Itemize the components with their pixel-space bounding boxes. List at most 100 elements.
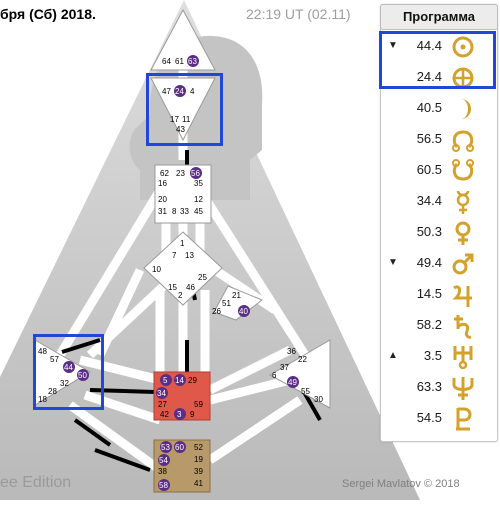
- gate-24-dot: [174, 85, 186, 97]
- ajna-center[interactable]: [150, 77, 216, 142]
- gate-11: 11: [182, 115, 191, 124]
- mars-icon: [448, 249, 478, 279]
- planet-row-sun[interactable]: ▼ 44.4: [382, 32, 492, 62]
- gate-5-dot: [160, 374, 172, 386]
- header-date: бря (Сб) 2018.: [0, 6, 96, 22]
- venus-icon: [448, 218, 478, 248]
- gate-44-dot: [63, 361, 75, 373]
- uranus-icon: [448, 342, 478, 372]
- planet-row-south-node[interactable]: 60.5: [382, 156, 492, 186]
- planet-row-north-node[interactable]: 56.5: [382, 125, 492, 155]
- gate-44: 44: [64, 363, 73, 372]
- gate-63: 63: [188, 57, 197, 66]
- direction-arrow: ▼: [388, 40, 398, 51]
- gate-24: 24: [175, 87, 184, 96]
- sun-earth-selection-box: [379, 31, 496, 89]
- gate-22: 22: [298, 355, 307, 364]
- gate-line-value: 3.5: [423, 348, 442, 363]
- gate-54: 54: [159, 456, 168, 465]
- gate-31: 31: [158, 207, 167, 216]
- gate-54-dot: [158, 454, 170, 466]
- gate-40: 40: [239, 307, 248, 316]
- gate-7: 7: [172, 251, 177, 260]
- gate-2: 2: [178, 291, 183, 300]
- head-center[interactable]: [150, 8, 216, 71]
- gate-line-value: 50.3: [416, 224, 442, 239]
- gate-47: 47: [162, 87, 171, 96]
- solar-plexus-center[interactable]: [268, 339, 331, 409]
- gate-49-dot: [287, 376, 299, 388]
- gate-8: 8: [172, 207, 177, 216]
- gate-14: 14: [175, 376, 184, 385]
- gate-51: 51: [222, 299, 231, 308]
- gate-3: 3: [177, 410, 182, 419]
- gate-4: 4: [190, 87, 195, 96]
- planet-row-saturn[interactable]: 58.2: [382, 311, 492, 341]
- gate-line-value: 40.5: [416, 100, 442, 115]
- gate-64: 64: [162, 57, 171, 66]
- gate-13: 13: [185, 251, 194, 260]
- gate-29: 29: [188, 376, 197, 385]
- gate-60-dot: [174, 441, 186, 453]
- gate-53-dot: [160, 441, 172, 453]
- gate-38: 38: [158, 467, 167, 476]
- gate-50-dot: [77, 369, 89, 381]
- gate-49: 49: [288, 378, 297, 387]
- sun-icon: [448, 32, 478, 62]
- gate-27: 27: [158, 400, 167, 409]
- gate-20: 20: [158, 195, 167, 204]
- moon-icon: [448, 94, 478, 124]
- channel-layer: [56, 70, 309, 474]
- gate-48: 48: [38, 347, 47, 356]
- planet-row-mars[interactable]: ▼49.4: [382, 249, 492, 279]
- planet-row-uranus[interactable]: ▲ 3.5: [382, 342, 492, 372]
- gate-52: 52: [194, 443, 203, 452]
- pluto-icon: [448, 404, 478, 434]
- gate-59: 59: [194, 400, 203, 409]
- gate-18: 18: [38, 395, 47, 404]
- gate-23: 23: [176, 169, 185, 178]
- gate-10: 10: [152, 265, 161, 274]
- direction-arrow: ▲: [388, 350, 398, 361]
- gate-58: 58: [159, 481, 168, 490]
- saturn-icon: [448, 311, 478, 341]
- gate-line-value: 60.5: [416, 162, 442, 177]
- gate-line-value: 54.5: [416, 410, 442, 425]
- gate-43: 43: [176, 125, 185, 134]
- credit-label: Sergei Mavlatov © 2018: [342, 478, 460, 490]
- gate-34-dot: [156, 387, 168, 399]
- gate-line-value: 44.4: [416, 38, 442, 53]
- gate-14-dot: [174, 374, 186, 386]
- planet-row-pluto[interactable]: 54.5: [382, 404, 492, 434]
- gate-9: 9: [190, 410, 195, 419]
- program-tab[interactable]: Программа: [380, 4, 498, 30]
- gate-16: 16: [158, 179, 167, 188]
- gate-32: 32: [60, 379, 69, 388]
- gate-12: 12: [194, 195, 203, 204]
- planet-row-venus[interactable]: 50.3: [382, 218, 492, 248]
- gate-labels: 64 61 63 47 24 4 17 11 43 62 23 56 16 35…: [38, 55, 323, 491]
- gate-61: 61: [175, 57, 184, 66]
- g-center[interactable]: [143, 231, 223, 306]
- gate-42: 42: [160, 410, 169, 419]
- gate-28: 28: [48, 387, 57, 396]
- spleen-selection-box: [33, 334, 104, 410]
- planet-row-neptune[interactable]: 63.3: [382, 373, 492, 403]
- direction-arrow: ▼: [388, 257, 398, 268]
- planet-row-mercury[interactable]: 34.4: [382, 187, 492, 217]
- planet-row-jupiter[interactable]: 14.5: [382, 280, 492, 310]
- gate-53: 53: [161, 443, 170, 452]
- ego-center[interactable]: [213, 285, 263, 321]
- jupiter-icon: [448, 280, 478, 310]
- planet-row-moon[interactable]: 40.5: [382, 94, 492, 124]
- gate-41: 41: [194, 479, 203, 488]
- gate-25: 25: [198, 273, 207, 282]
- gate-30: 30: [314, 395, 323, 404]
- gate-line-value: 14.5: [416, 286, 442, 301]
- gate-line-value: 58.2: [416, 317, 442, 332]
- gate-56: 56: [191, 169, 200, 178]
- mercury-icon: [448, 187, 478, 217]
- neptune-icon: [448, 373, 478, 403]
